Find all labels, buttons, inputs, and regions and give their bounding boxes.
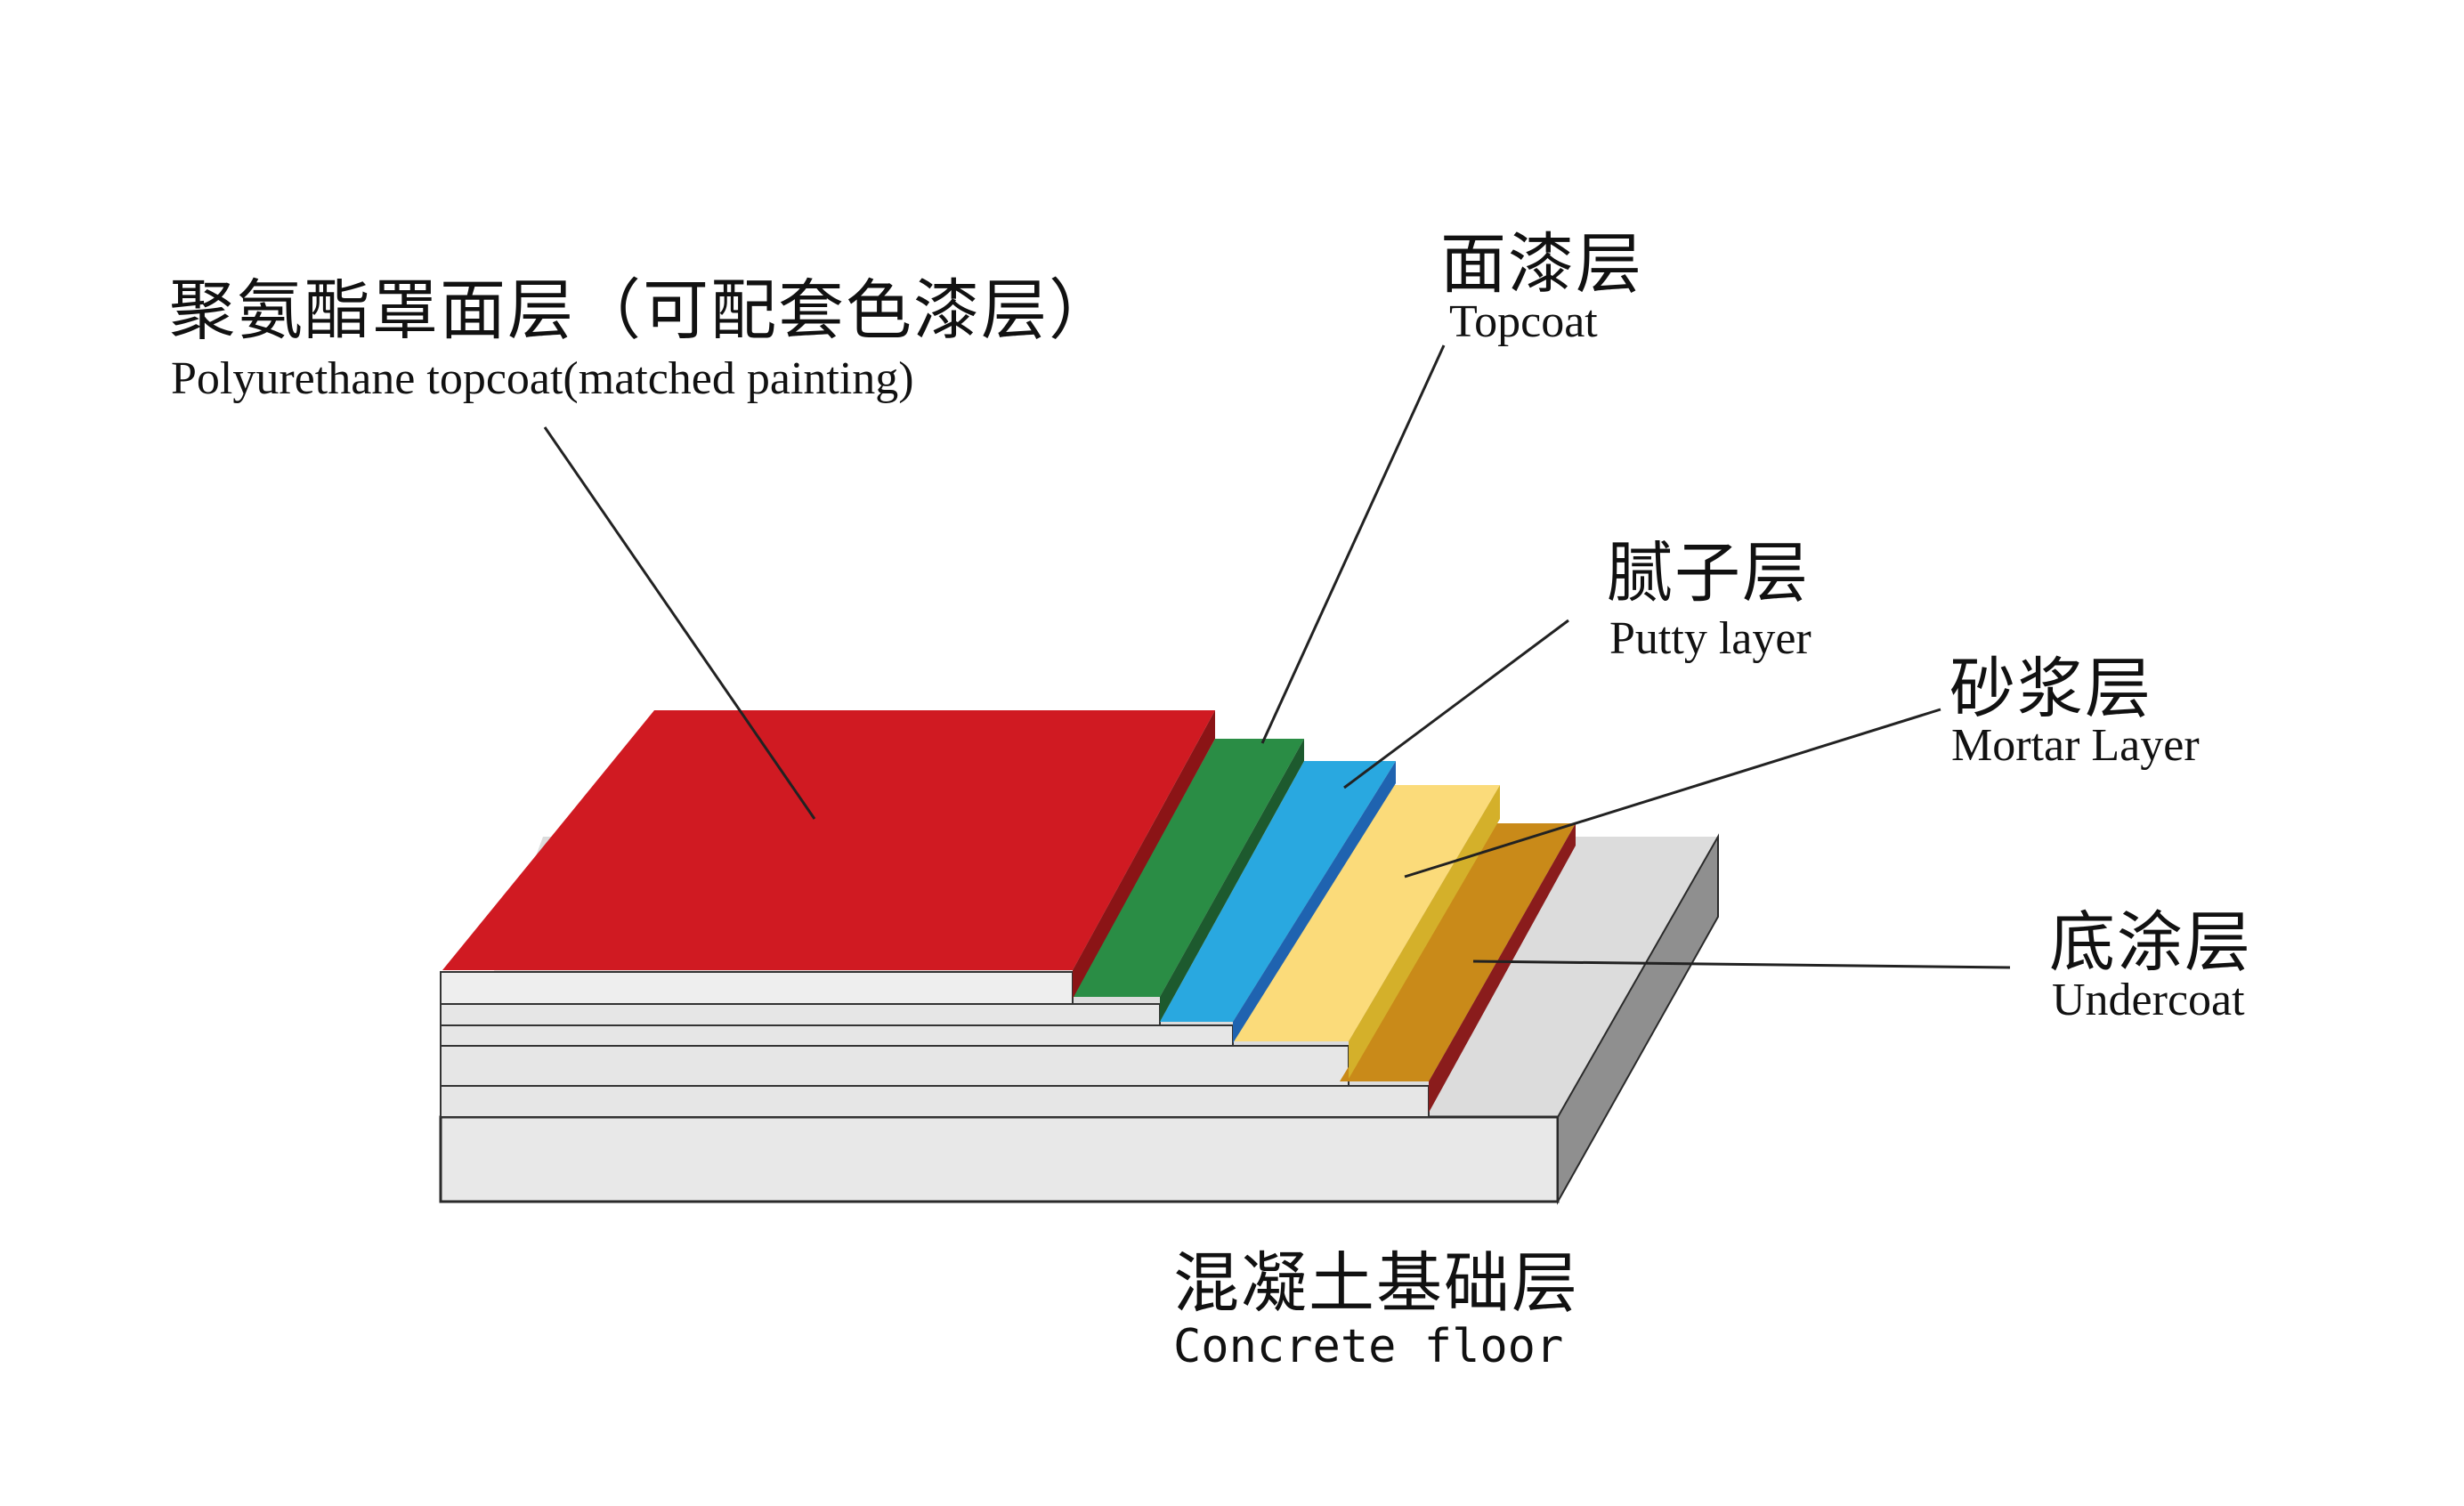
mortar-label-en: Mortar Layer — [1951, 720, 2200, 771]
leader-lines — [543, 344, 2011, 969]
undercoat-label-zh: 底涂层 — [2049, 904, 2252, 981]
topcoat-top-face — [1073, 739, 1304, 997]
substrate-strips — [440, 971, 1430, 1118]
concrete-label-zh: 混凝土基础层 — [1173, 1245, 1579, 1322]
putty-label-en: Putty layer — [1609, 613, 1812, 664]
undercoat-strip — [440, 1085, 1430, 1118]
topcoat-label-zh: 面漆层 — [1440, 226, 1643, 303]
concrete-side-face — [1557, 833, 1719, 1205]
polyurethane-side-face — [1073, 710, 1215, 999]
topcoat-strip — [440, 1003, 1161, 1026]
leader-polyurethane — [543, 426, 816, 820]
undercoat-side-face — [1429, 823, 1576, 1113]
leader-mortar — [1404, 708, 1941, 878]
polyurethane-top-face — [442, 710, 1215, 970]
polyurethane-layer — [442, 710, 1215, 999]
topcoat-side-face — [1160, 739, 1304, 1022]
concrete-label-en: Concrete floor — [1173, 1320, 1564, 1373]
putty-label-zh: 腻子层 — [1607, 535, 1810, 611]
putty-side-face — [1233, 761, 1396, 1043]
leader-putty — [1343, 619, 1569, 789]
polyurethane-label-zh: 聚氨酯罩面层（可配套色漆层） — [169, 272, 1116, 349]
putty-layer — [1160, 761, 1396, 1043]
mortar-label-zh: 砂浆层 — [1949, 651, 2152, 727]
leader-topcoat — [1260, 344, 1446, 744]
putty-strip — [440, 1024, 1234, 1047]
polyurethane-label-en: Polyurethane topcoat(matched painting) — [171, 353, 914, 404]
topcoat-label-en: Topcoat — [1449, 296, 1598, 347]
polyurethane-strip — [440, 971, 1074, 1005]
concrete-front-face — [439, 1115, 1560, 1203]
mortar-top-face — [1233, 785, 1500, 1041]
leader-undercoat — [1472, 959, 2011, 969]
putty-top-face — [1160, 761, 1396, 1022]
undercoat-layer — [1340, 823, 1576, 1113]
undercoat-label-en: Undercoat — [2052, 975, 2245, 1025]
undercoat-top-face — [1340, 823, 1576, 1081]
mortar-strip — [440, 1045, 1350, 1087]
topcoat-layer — [1073, 739, 1304, 1022]
